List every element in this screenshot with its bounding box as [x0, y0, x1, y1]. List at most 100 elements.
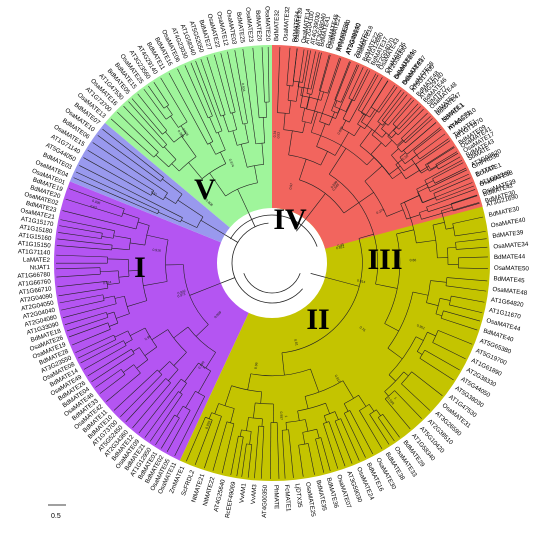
tree-leaf-branch — [348, 67, 364, 99]
tree-stem-branch — [426, 302, 439, 306]
tree-leaf-branch — [277, 47, 281, 113]
tree-leaf-branch — [424, 159, 463, 181]
tree-branches — [55, 47, 488, 479]
tree-leaf-branch — [59, 294, 104, 304]
tree-leaf-branch — [323, 423, 339, 469]
tree-leaf-branch — [394, 390, 422, 419]
tree-stem-branch — [288, 130, 293, 155]
tree-stem-branch — [439, 298, 451, 301]
tree-stem-branch — [341, 120, 347, 129]
tree-leaf-branch — [438, 156, 461, 170]
tree-stem-branch — [101, 236, 114, 239]
tree-stem-branch — [205, 352, 216, 369]
tree-leaf-branch — [83, 345, 127, 370]
tree-node-arc — [288, 154, 321, 166]
leaf-label: LaMATE2 — [23, 257, 51, 264]
tree-node-arc — [316, 146, 336, 156]
leaf-label: OsaMATE23 — [244, 7, 254, 43]
tree-leaf-branch — [393, 103, 419, 131]
tree-leaf-branch — [310, 52, 320, 90]
tree-stem-branch — [447, 246, 457, 249]
leaf-label: NtJAT1 — [30, 264, 51, 271]
tree-leaf-branch — [310, 54, 331, 124]
tree-leaf-branch — [458, 256, 488, 259]
tree-leaf-branch — [102, 128, 164, 178]
leaf-label: BdMATE35 — [315, 479, 328, 511]
tree-stem-branch — [417, 186, 429, 193]
tree-stem-branch — [406, 214, 421, 220]
tree-stem-branch — [246, 417, 249, 431]
tree-stem-branch — [137, 221, 150, 226]
tree-stem-branch — [421, 168, 429, 174]
tree-leaf-branch — [288, 429, 294, 478]
leaf-label: OsaMATE40 — [490, 216, 526, 229]
tree-node-arc — [226, 421, 234, 424]
tree-stem-branch — [122, 212, 140, 219]
tree-leaf-branch — [195, 60, 223, 131]
tree-stem-branch — [285, 422, 287, 430]
leaf-label: AT4G00350 — [261, 484, 269, 518]
tree-stem-branch — [391, 148, 399, 156]
bootstrap-value: 0.888 — [337, 126, 345, 135]
tree-stem-branch — [388, 165, 401, 175]
bootstrap-value: 0.996 — [92, 199, 101, 206]
leaf-label: AT1G64820 — [490, 296, 524, 308]
tree-leaf-branch — [381, 91, 405, 121]
tree-leaf-branch — [95, 369, 122, 388]
tree-leaf-branch — [131, 98, 163, 135]
tree-leaf-branch — [306, 51, 316, 94]
tree-stem-branch — [306, 94, 311, 109]
tree-stem-branch — [366, 157, 375, 166]
tree-leaf-branch — [451, 194, 478, 204]
tree-stem-branch — [165, 131, 175, 143]
tree-stem-branch — [164, 146, 177, 160]
tree-stem-branch — [368, 404, 375, 412]
bootstrap-value: 0.81 — [293, 339, 299, 347]
tree-stem-branch — [188, 162, 203, 179]
tree-clade-root — [224, 234, 238, 243]
tree-leaf-branch — [369, 414, 390, 445]
tree-stem-branch — [302, 121, 306, 133]
tree-node-arc — [167, 329, 187, 353]
bootstrap-value: 0.971 — [177, 292, 186, 299]
bootstrap-value: 0.916 — [152, 248, 161, 253]
tree-stem-branch — [222, 115, 230, 133]
tree-node-arc — [417, 192, 423, 203]
tree-node-arc — [306, 93, 312, 95]
bootstrap-value: 0.998 — [386, 396, 395, 405]
tree-stem-branch — [162, 178, 183, 195]
bootstrap-value: 0.55 — [402, 154, 410, 161]
tree-stem-branch — [128, 269, 142, 272]
tree-node-arc — [359, 145, 390, 175]
tree-node-arc — [182, 405, 191, 411]
tree-stem-branch — [232, 112, 238, 130]
tree-leaf-branch — [435, 151, 458, 165]
tree-stem-branch — [260, 391, 262, 404]
tree-leaf-branch — [456, 246, 488, 250]
tree-stem-branch — [155, 154, 169, 168]
tree-stem-branch — [385, 139, 393, 147]
tree-leaf-branch — [252, 47, 260, 118]
tree-stem-branch — [305, 419, 309, 432]
tree-stem-branch — [232, 130, 238, 146]
tree-leaf-branch — [58, 232, 102, 239]
tree-stem-branch — [247, 373, 252, 390]
tree-leaf-branch — [62, 303, 117, 318]
tree-node-arc — [127, 330, 133, 340]
tree-stem-branch — [416, 239, 436, 244]
tree-leaf-branch — [120, 374, 163, 417]
tree-stem-branch — [261, 143, 265, 165]
tree-leaf-branch — [160, 77, 188, 123]
leaf-label: AT1G71140 — [18, 248, 51, 256]
tree-leaf-branch — [97, 135, 161, 182]
bootstrap-value: 1 — [393, 396, 397, 400]
tree-stem-branch — [441, 207, 453, 212]
tree-leaf-branch — [125, 378, 167, 423]
tree-leaf-branch — [60, 219, 115, 232]
tree-stem-branch — [316, 123, 326, 147]
tree-stem-branch — [386, 209, 404, 217]
leaf-label: OsaMATE48 — [492, 286, 528, 297]
tree-stem-branch — [217, 132, 226, 151]
tree-stem-branch — [209, 172, 226, 197]
tree-leaf-branch — [449, 304, 483, 314]
